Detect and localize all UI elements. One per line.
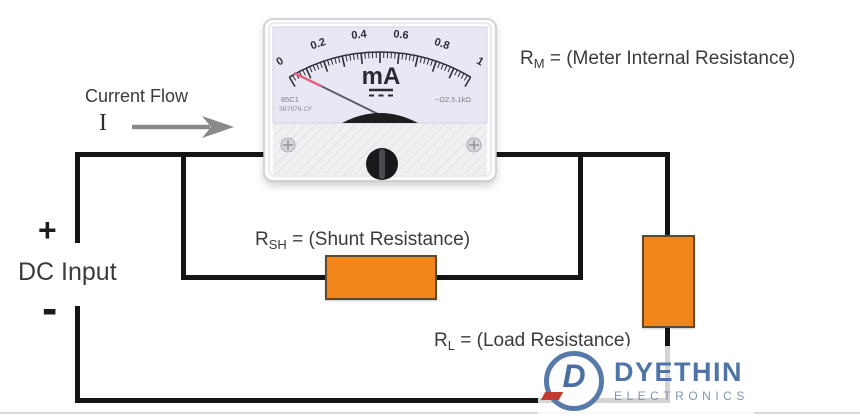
wire-shunt-left: [181, 152, 186, 280]
right-screw-icon: [466, 137, 482, 153]
dyethin-logo-icon: D: [540, 351, 604, 411]
meter-needle: [293, 71, 383, 117]
svg-text:0.8: 0.8: [433, 36, 451, 52]
svg-text:0: 0: [274, 55, 285, 68]
svg-text:0.6: 0.6: [393, 28, 410, 42]
wire-bottom: [75, 398, 670, 403]
wire-left-lower: [75, 306, 80, 402]
left-screw-icon: [280, 137, 296, 153]
logo-brand-sub: ELECTRONICS: [614, 389, 749, 403]
current-flow-label: Current Flow: [85, 86, 189, 106]
logo-monogram: D: [562, 358, 586, 394]
logo-brand-name: DYETHIN: [614, 357, 744, 387]
dc-input-label: DC Input: [18, 258, 117, 286]
wire-right-upper: [665, 152, 670, 239]
shunt-resistance-label: RSH = (Shunt Resistance): [255, 229, 471, 252]
needle-pivot-cover: [342, 113, 418, 123]
wire-top-left: [75, 152, 267, 157]
dc-symbol-icon: [369, 88, 393, 97]
load-resistor: [642, 235, 695, 328]
meter-model2-label: 3B7976-CF: [279, 106, 312, 113]
plus-terminal-label: +: [38, 212, 57, 248]
zero-adjust-knob: [366, 148, 398, 180]
meter-resistance-label: RM = (Meter Internal Resistance): [520, 48, 796, 71]
meter-scale: 0 0.2 0.4 0.6 0.8 1: [274, 28, 486, 88]
load-resistance-label: RL = (Load Resistance): [434, 330, 631, 353]
logo-red-accent: [540, 392, 564, 400]
current-symbol: I: [99, 110, 107, 136]
wire-left-upper: [75, 152, 80, 243]
wire-shunt-right: [578, 152, 583, 280]
logo-text: DYETHIN ELECTRONICS: [614, 357, 749, 404]
svg-text:0.2: 0.2: [309, 36, 327, 52]
meter-class-marking: −Ω2.5.1kΩ: [435, 95, 471, 104]
image-edge-line: [0, 412, 860, 414]
minus-terminal-label: -: [42, 282, 58, 334]
shunt-resistor: [325, 255, 437, 300]
analog-ammeter: 0 0.2 0.4 0.6 0.8 1 mA 85C1 3B7976-CF −Ω2.5.1…: [263, 18, 497, 182]
meter-unit-label: mA: [362, 63, 401, 90]
svg-text:0.4: 0.4: [351, 28, 368, 42]
dyethin-watermark: D DYETHIN ELECTRONICS: [538, 346, 754, 416]
svg-text:1: 1: [474, 55, 485, 68]
current-flow-arrow-icon: [132, 116, 234, 138]
ammeter-graphic: 0 0.2 0.4 0.6 0.8 1 mA 85C1 3B7976-CF −Ω2.5.1…: [263, 18, 497, 182]
meter-model-label: 85C1: [281, 95, 299, 104]
